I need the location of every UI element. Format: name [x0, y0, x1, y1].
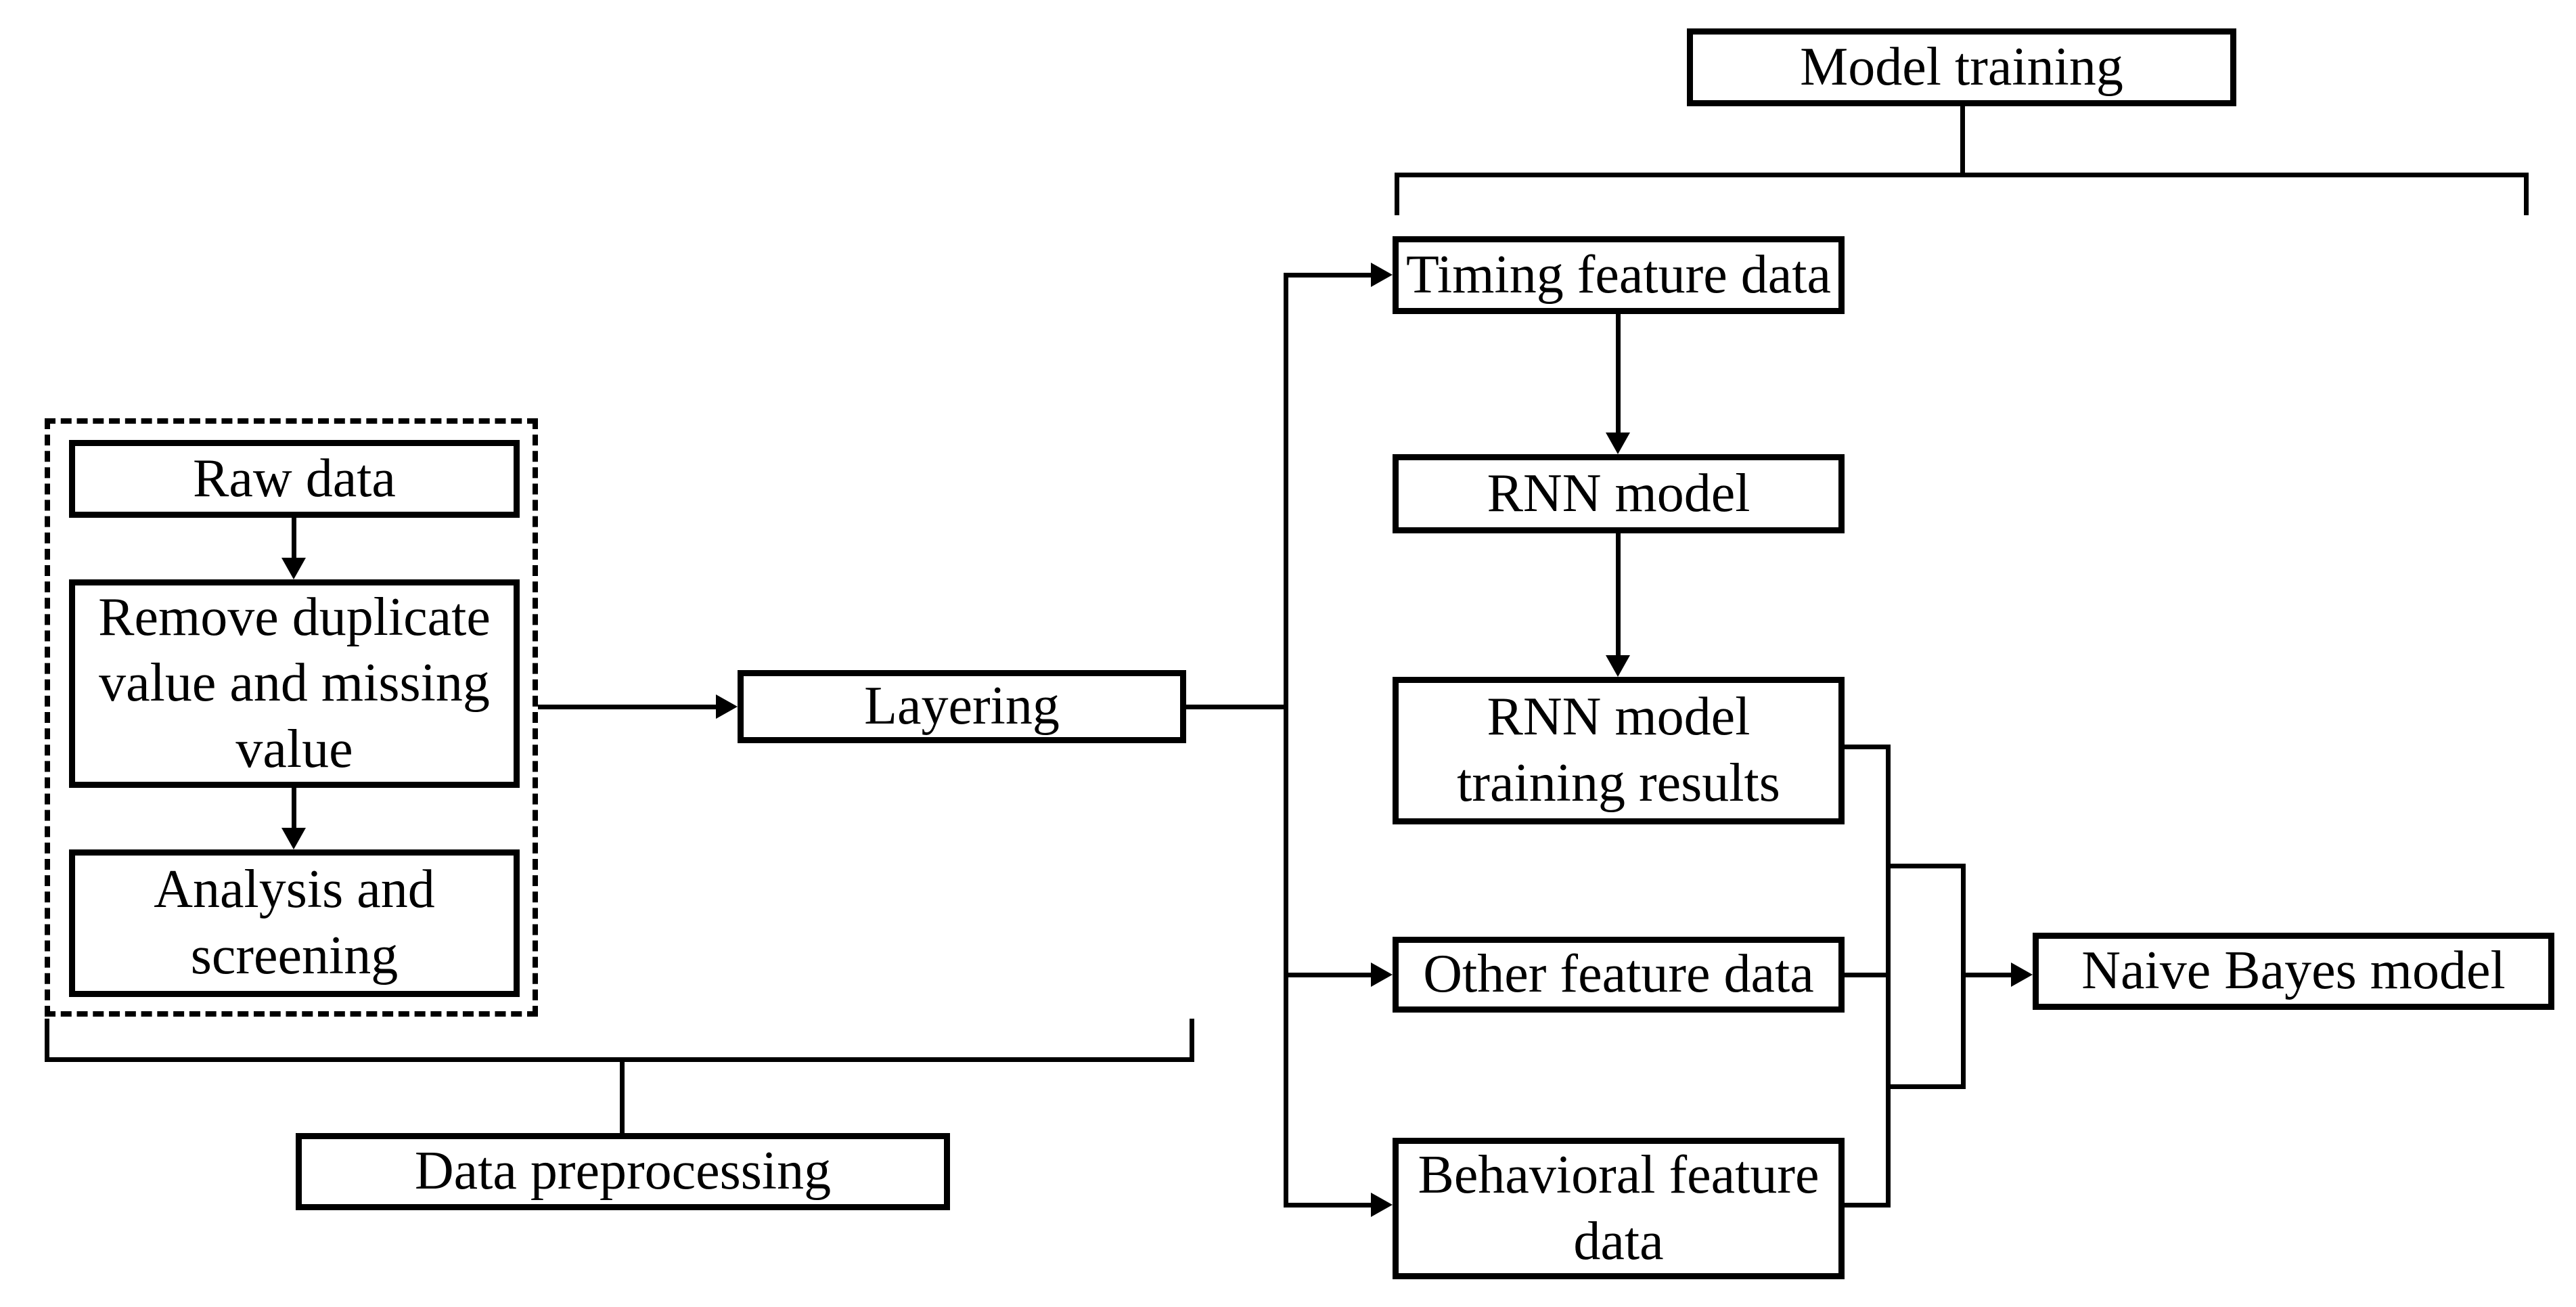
box-naive-bayes: Naive Bayes model [2033, 933, 2554, 1010]
brace-data-preprocessing-tick [620, 1062, 625, 1133]
collector-line [1886, 745, 1891, 1208]
brace-data-preprocessing-right-hook [1190, 1019, 1194, 1062]
arrowhead-splitter-to-behavioral [1371, 1193, 1393, 1217]
arrowhead-raw-to-remove [281, 558, 306, 579]
connector-rnn-to-results [1616, 533, 1621, 655]
connector-behavioral-to-collector [1845, 1203, 1891, 1208]
arrowhead-rnn-to-results [1606, 655, 1630, 677]
brace-data-preprocessing-left-hook [45, 1019, 49, 1062]
connector-results-to-collector [1845, 745, 1891, 749]
box-raw-data-label: Raw data [193, 448, 396, 508]
box-rnn-model: RNN model [1393, 454, 1845, 533]
box-model-training-label: Model training [1800, 37, 2123, 97]
brace-model-training-stem [1960, 106, 1965, 177]
connector-raw-to-remove [292, 518, 296, 558]
connector-group-to-layering [538, 705, 716, 709]
arrowhead-remove-to-analysis [281, 828, 306, 849]
box-analysis-screening: Analysis and screening [69, 849, 520, 997]
connector-splitter-to-behavioral [1284, 1203, 1371, 1208]
box-layering-label: Layering [864, 676, 1060, 736]
brace-model-training-right-hook [2524, 173, 2529, 215]
box-behavioral-feature-label: Behavioral feature data [1418, 1145, 1820, 1271]
box-other-feature-label: Other feature data [1423, 944, 1814, 1004]
connector-remove-to-analysis [292, 788, 296, 828]
box-raw-data: Raw data [69, 440, 520, 518]
box-behavioral-feature: Behavioral feature data [1393, 1138, 1845, 1279]
box-layering: Layering [738, 670, 1186, 743]
box-data-preprocessing-label: Data preprocessing [414, 1141, 832, 1201]
box-naive-bayes-label: Naive Bayes model [2081, 941, 2506, 1001]
connector-timing-to-rnn [1616, 314, 1621, 433]
connector-layering-to-splitter [1186, 705, 1288, 709]
box-remove-duplicate-label: Remove duplicate value and missing value [98, 587, 491, 779]
brace-model-training-left-hook [1395, 173, 1399, 215]
box-remove-duplicate: Remove duplicate value and missing value [69, 579, 520, 788]
connector-splitter-to-other [1284, 973, 1371, 977]
box-rnn-results: RNN model training results [1393, 677, 1845, 824]
data-preprocessing-group-outline [45, 418, 538, 1017]
box-analysis-screening-label: Analysis and screening [154, 860, 435, 985]
brace-model-training-bar [1395, 173, 2529, 177]
connector-other-to-collector [1845, 973, 1891, 977]
merge-bracket-bottom-stub [1886, 1084, 1966, 1089]
connector-splitter-to-timing [1284, 273, 1371, 278]
arrowhead-splitter-to-timing [1371, 263, 1393, 287]
box-other-feature: Other feature data [1393, 937, 1845, 1013]
merge-bracket-top-stub [1886, 864, 1966, 868]
box-rnn-results-label: RNN model training results [1457, 687, 1780, 813]
box-rnn-model-label: RNN model [1487, 463, 1750, 523]
arrowhead-group-to-layering [716, 694, 738, 719]
box-timing-feature: Timing feature data [1393, 236, 1845, 314]
box-model-training: Model training [1687, 28, 2236, 106]
arrowhead-timing-to-rnn [1606, 433, 1630, 454]
brace-data-preprocessing-bar [45, 1057, 1194, 1062]
arrowhead-merge-to-naive [2011, 962, 2033, 987]
box-timing-feature-label: Timing feature data [1405, 244, 1831, 305]
splitter-line [1284, 273, 1288, 1208]
box-data-preprocessing: Data preprocessing [296, 1133, 950, 1210]
connector-merge-to-naive [1961, 973, 2011, 977]
arrowhead-splitter-to-other [1371, 962, 1393, 987]
